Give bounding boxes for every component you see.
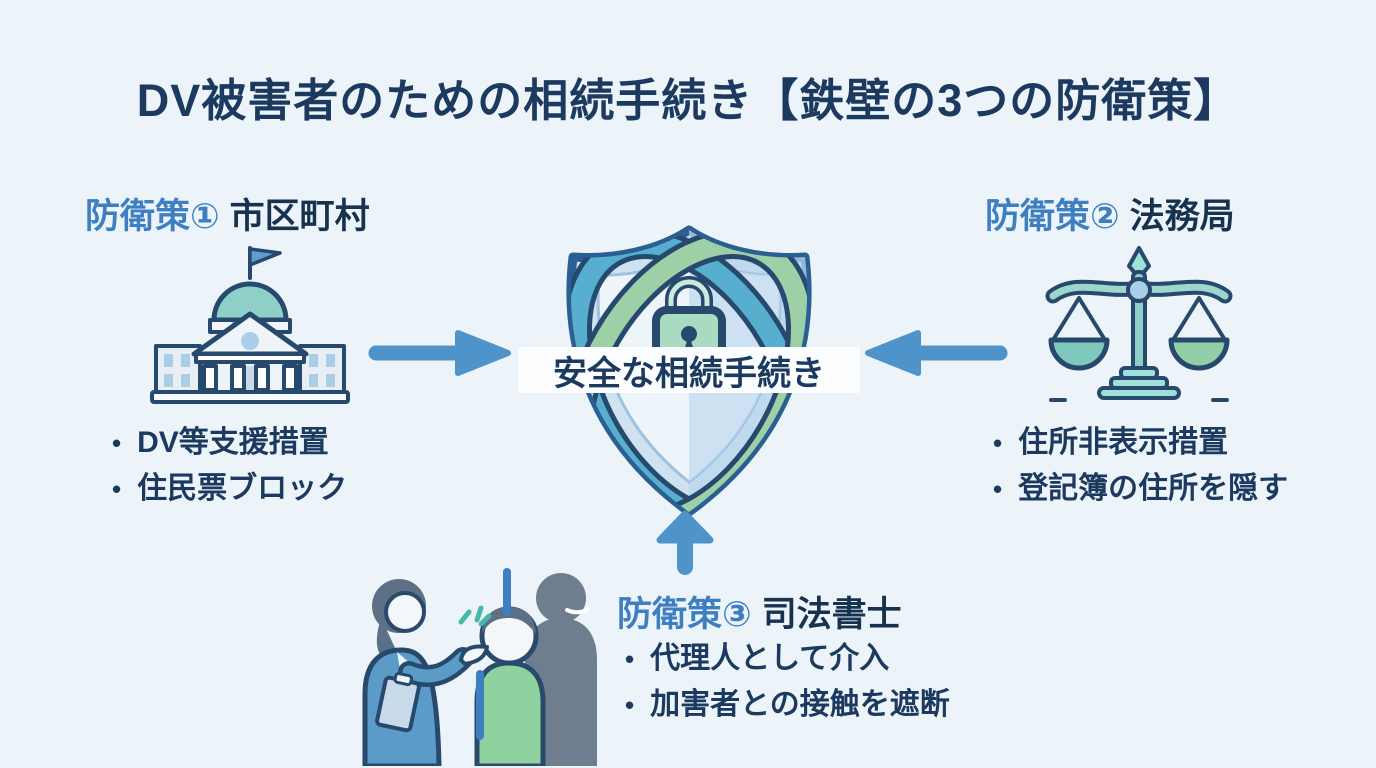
page-title: DV被害者のための相続手続き【鉄壁の3つの防衛策】 — [136, 75, 1240, 126]
section-scrivener-name: 司法書士 — [761, 595, 902, 634]
bullet-item: • 住民票ブロック — [112, 466, 347, 512]
arrow-city-to-center — [368, 330, 513, 376]
center-banner: 安全な相続手続き — [518, 347, 860, 393]
consultation-scene-icon — [337, 560, 615, 766]
government-building-icon — [148, 242, 352, 404]
bullet-item: • 登記簿の住所を隠す — [993, 466, 1288, 512]
bullet-text: 登記簿の住所を隠す — [1018, 472, 1289, 505]
bullet-item: • DV等支援措置 — [112, 420, 347, 466]
bullet-dot: • — [993, 474, 1003, 504]
bullet-item: • 代理人として介入 — [625, 636, 950, 682]
bullet-dot: • — [625, 644, 635, 674]
center-label: 安全な相続手続き — [553, 354, 825, 393]
bullet-item: • 住所非表示措置 — [993, 420, 1288, 466]
arrow-legal-to-center — [863, 330, 1008, 376]
client-icon — [474, 606, 546, 766]
defense-badge-3: 防衛策③ — [617, 595, 752, 634]
barrier-icon — [476, 568, 511, 740]
defense-badge-1: 防衛策① — [85, 197, 220, 236]
defense-badge-2: 防衛策② — [985, 197, 1120, 236]
bullet-text: DV等支援措置 — [137, 426, 329, 459]
bullet-dot: • — [625, 690, 635, 720]
arrow-scrivener-to-center — [652, 508, 718, 576]
section-city-name: 市区町村 — [229, 197, 370, 236]
section-city-bullets: • DV等支援措置 • 住民票ブロック — [112, 420, 347, 512]
bullet-dot: • — [112, 474, 122, 504]
bullet-text: 住所非表示措置 — [1018, 426, 1229, 459]
spark-icon — [458, 605, 492, 627]
section-legal-bullets: • 住所非表示措置 • 登記簿の住所を隠す — [993, 420, 1288, 512]
scales-of-justice-icon — [1037, 242, 1241, 404]
bullet-text: 加害者との接触を遮断 — [650, 688, 950, 721]
bullet-text: 代理人として介入 — [650, 642, 890, 675]
bullet-dot: • — [993, 428, 1003, 458]
bullet-text: 住民票ブロック — [137, 472, 348, 505]
bullet-dot: • — [112, 428, 122, 458]
section-legal-name: 法務局 — [1129, 197, 1235, 236]
advisor-icon — [362, 579, 489, 766]
section-scrivener-bullets: • 代理人として介入 • 加害者との接触を遮断 — [625, 636, 950, 728]
bullet-item: • 加害者との接触を遮断 — [625, 682, 950, 728]
